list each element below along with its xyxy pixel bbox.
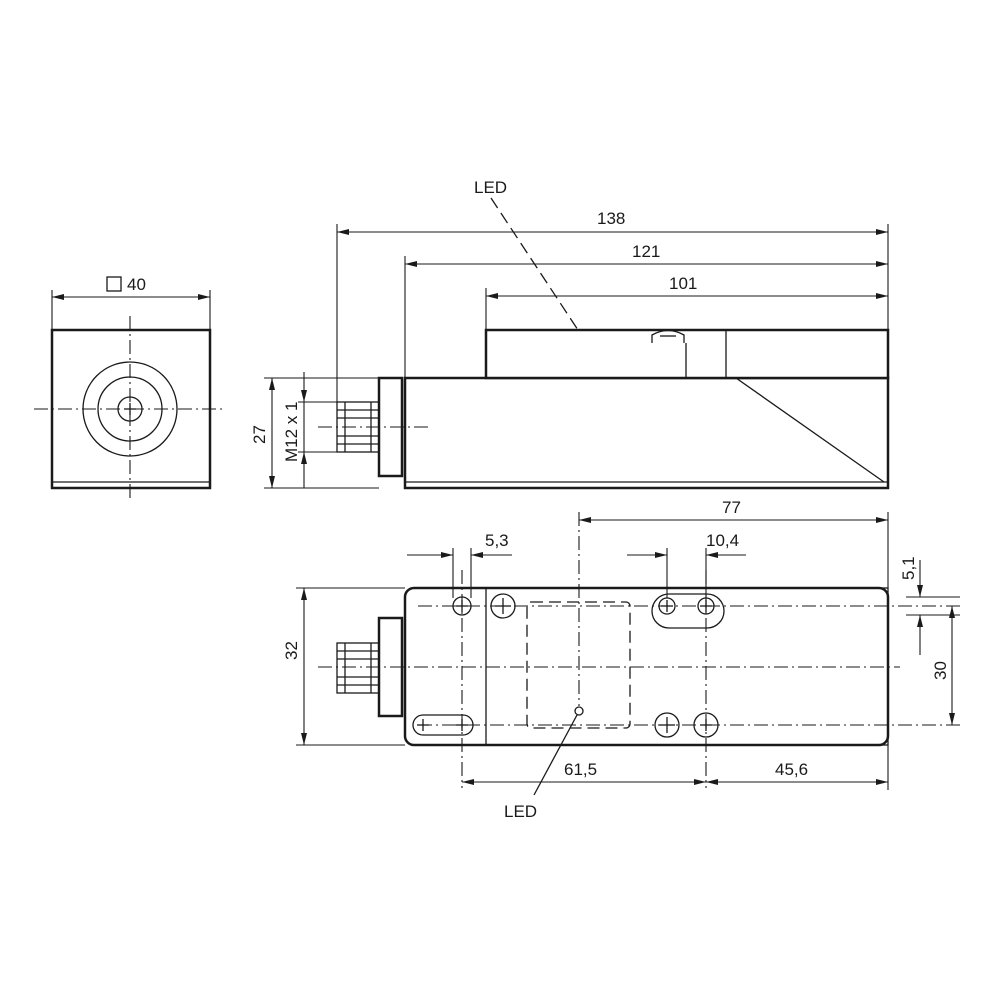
dim-45-6: 45,6	[775, 760, 808, 779]
led-label-top: LED	[474, 178, 507, 197]
screw-bottom-right	[654, 712, 680, 738]
dim-61-5: 61,5	[564, 760, 597, 779]
dim-square-40: 40	[127, 275, 146, 294]
dim-77: 77	[722, 498, 741, 517]
dim-m12: M12 x 1	[282, 402, 301, 462]
side-view: LED 138 121 101 27 M12 x 1	[250, 178, 890, 490]
dim-5-3: 5,3	[485, 531, 509, 550]
dim-10-4: 10,4	[706, 531, 739, 550]
top-view: LED 77 5,3 10,4 5,1 30	[282, 498, 960, 821]
dim-5-1: 5,1	[899, 556, 918, 580]
dim-121: 121	[632, 242, 660, 261]
dim-32: 32	[282, 641, 301, 660]
dim-27: 27	[250, 425, 269, 444]
square-symbol	[106, 276, 122, 292]
led-label-bottom: LED	[504, 802, 537, 821]
side-top-block	[484, 328, 890, 380]
top-body	[403, 586, 890, 747]
side-main-body	[403, 376, 890, 490]
mount-slot-top-right	[651, 593, 725, 629]
top-connector	[336, 642, 380, 694]
dim-30: 30	[931, 661, 950, 680]
side-screw	[651, 329, 685, 343]
dim-101: 101	[669, 274, 697, 293]
dim-138: 138	[597, 209, 625, 228]
front-view: 40	[34, 275, 226, 500]
led-point	[574, 706, 584, 716]
